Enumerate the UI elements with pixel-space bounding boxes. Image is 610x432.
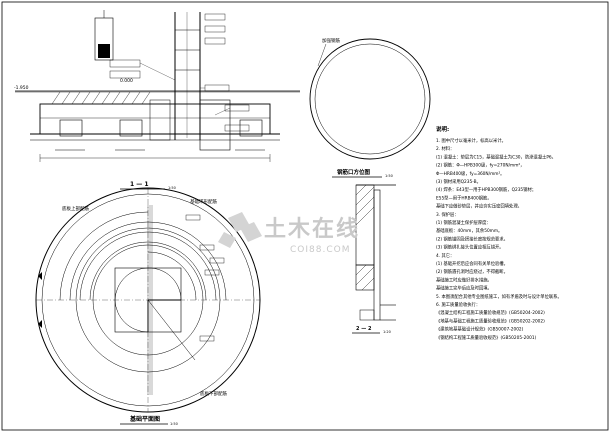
note-line: 4. 其它： xyxy=(436,252,454,259)
plan-scale: 1:50 xyxy=(170,422,178,426)
elevation-left: -1.950 xyxy=(14,85,29,91)
section-scale: 1:50 xyxy=(168,186,176,190)
note-line: 6. 施工质量验收执行： xyxy=(436,301,480,308)
note-line: 基础底板：40mm，其余50mm。 xyxy=(436,227,502,234)
elevation-top: 0.000 xyxy=(120,78,133,84)
watermark: 土木在线 COI88.COM xyxy=(218,212,360,255)
foundation-plan: 底板上部配筋 基础环形配筋 底板下部配筋 基础平面图 1:50 xyxy=(35,187,261,426)
note-line: E55型—用于HRB400钢筋。 xyxy=(436,194,492,201)
detail-scale: 1:20 xyxy=(383,330,391,334)
note-line: (3) 钢材采用Q235-B。 xyxy=(436,178,481,185)
detail-title: 2 — 2 xyxy=(356,326,372,332)
note-line: Φ—HRB400级，fy=360N/mm²。 xyxy=(436,170,504,177)
note-line: 《建筑地基基础设计规范》(GB50007-2002) xyxy=(436,326,524,333)
note-line: (2) 钢筋：Φ—HPB300级，fy=270N/mm²， xyxy=(436,162,524,169)
detail-2-2: 2 — 2 1:20 xyxy=(352,184,396,334)
note-line: (2) 钢筋遇孔洞时应绕过，不得截断。 xyxy=(436,268,508,275)
plan-label-top-right: 基础环形配筋 xyxy=(190,198,217,205)
plan-title: 基础平面图 xyxy=(129,415,160,423)
circle-tag: 加强钢筋 xyxy=(322,37,340,44)
note-line: (2) 钢筋锚固及搭接长度按规范要求。 xyxy=(436,235,508,242)
note-line: (1) 基础开挖后应会同有关单位验槽。 xyxy=(436,260,508,267)
note-line: 基础施工时应做好排水措施。 xyxy=(436,276,492,283)
section-title: 1 — 1 xyxy=(130,181,149,188)
note-line: 《钢结构工程施工质量验收规范》(GB50205-2001) xyxy=(436,334,537,341)
note-line: (3) 钢筋绑扎接头位置应相互错开。 xyxy=(436,244,504,251)
section-1-1: -1.950 0.000 1 — 1 1:50 xyxy=(14,10,300,190)
note-line: 《地基与基础工程施工质量验收规范》(GB50202-2002) xyxy=(436,317,545,324)
note-line: 《混凝土结构工程施工质量验收规范》(GB50204-2002) xyxy=(436,309,545,316)
circle-scale: 1:50 xyxy=(385,174,393,178)
note-line: 2. 材料： xyxy=(436,145,454,152)
note-line: (4) 焊条：E43型—用于HPB300钢筋，Q235钢材； xyxy=(436,186,536,193)
note-line: (1) 混凝土：垫层为C15，基础混凝土为C30，防渗混凝土P6。 xyxy=(436,153,556,160)
watermark-logo-icon xyxy=(218,212,262,248)
opening-position-circle: 加强钢筋 钢筋口方位图 1:50 xyxy=(309,37,431,178)
watermark-en: COI88.COM xyxy=(290,245,350,255)
watermark-cn: 土木在线 xyxy=(264,216,360,242)
note-line: 基础下应做砂垫层，并应夯实压密回填处理。 xyxy=(436,203,522,210)
note-line: 5. 本图须配合其他专业图纸施工，如有矛盾及时与设计单位联系。 xyxy=(436,293,562,300)
design-notes: 说明: 1. 图中尺寸以毫米计，标高以米计。2. 材料： (1) 混凝土：垫层为… xyxy=(436,125,562,341)
plan-label-top-left: 底板上部配筋 xyxy=(62,205,89,212)
plan-label-bottom-right: 底板下部配筋 xyxy=(200,390,227,397)
note-line: (1) 钢筋混凝土保护层厚度： xyxy=(436,219,491,226)
note-line: 基础施工完毕后应及时回填。 xyxy=(436,285,492,292)
note-line: 1. 图中尺寸以毫米计，标高以米计。 xyxy=(436,137,506,144)
notes-heading: 说明: xyxy=(436,125,449,133)
circle-title: 钢筋口方位图 xyxy=(337,168,371,176)
note-line: 3. 保护层： xyxy=(436,211,459,218)
